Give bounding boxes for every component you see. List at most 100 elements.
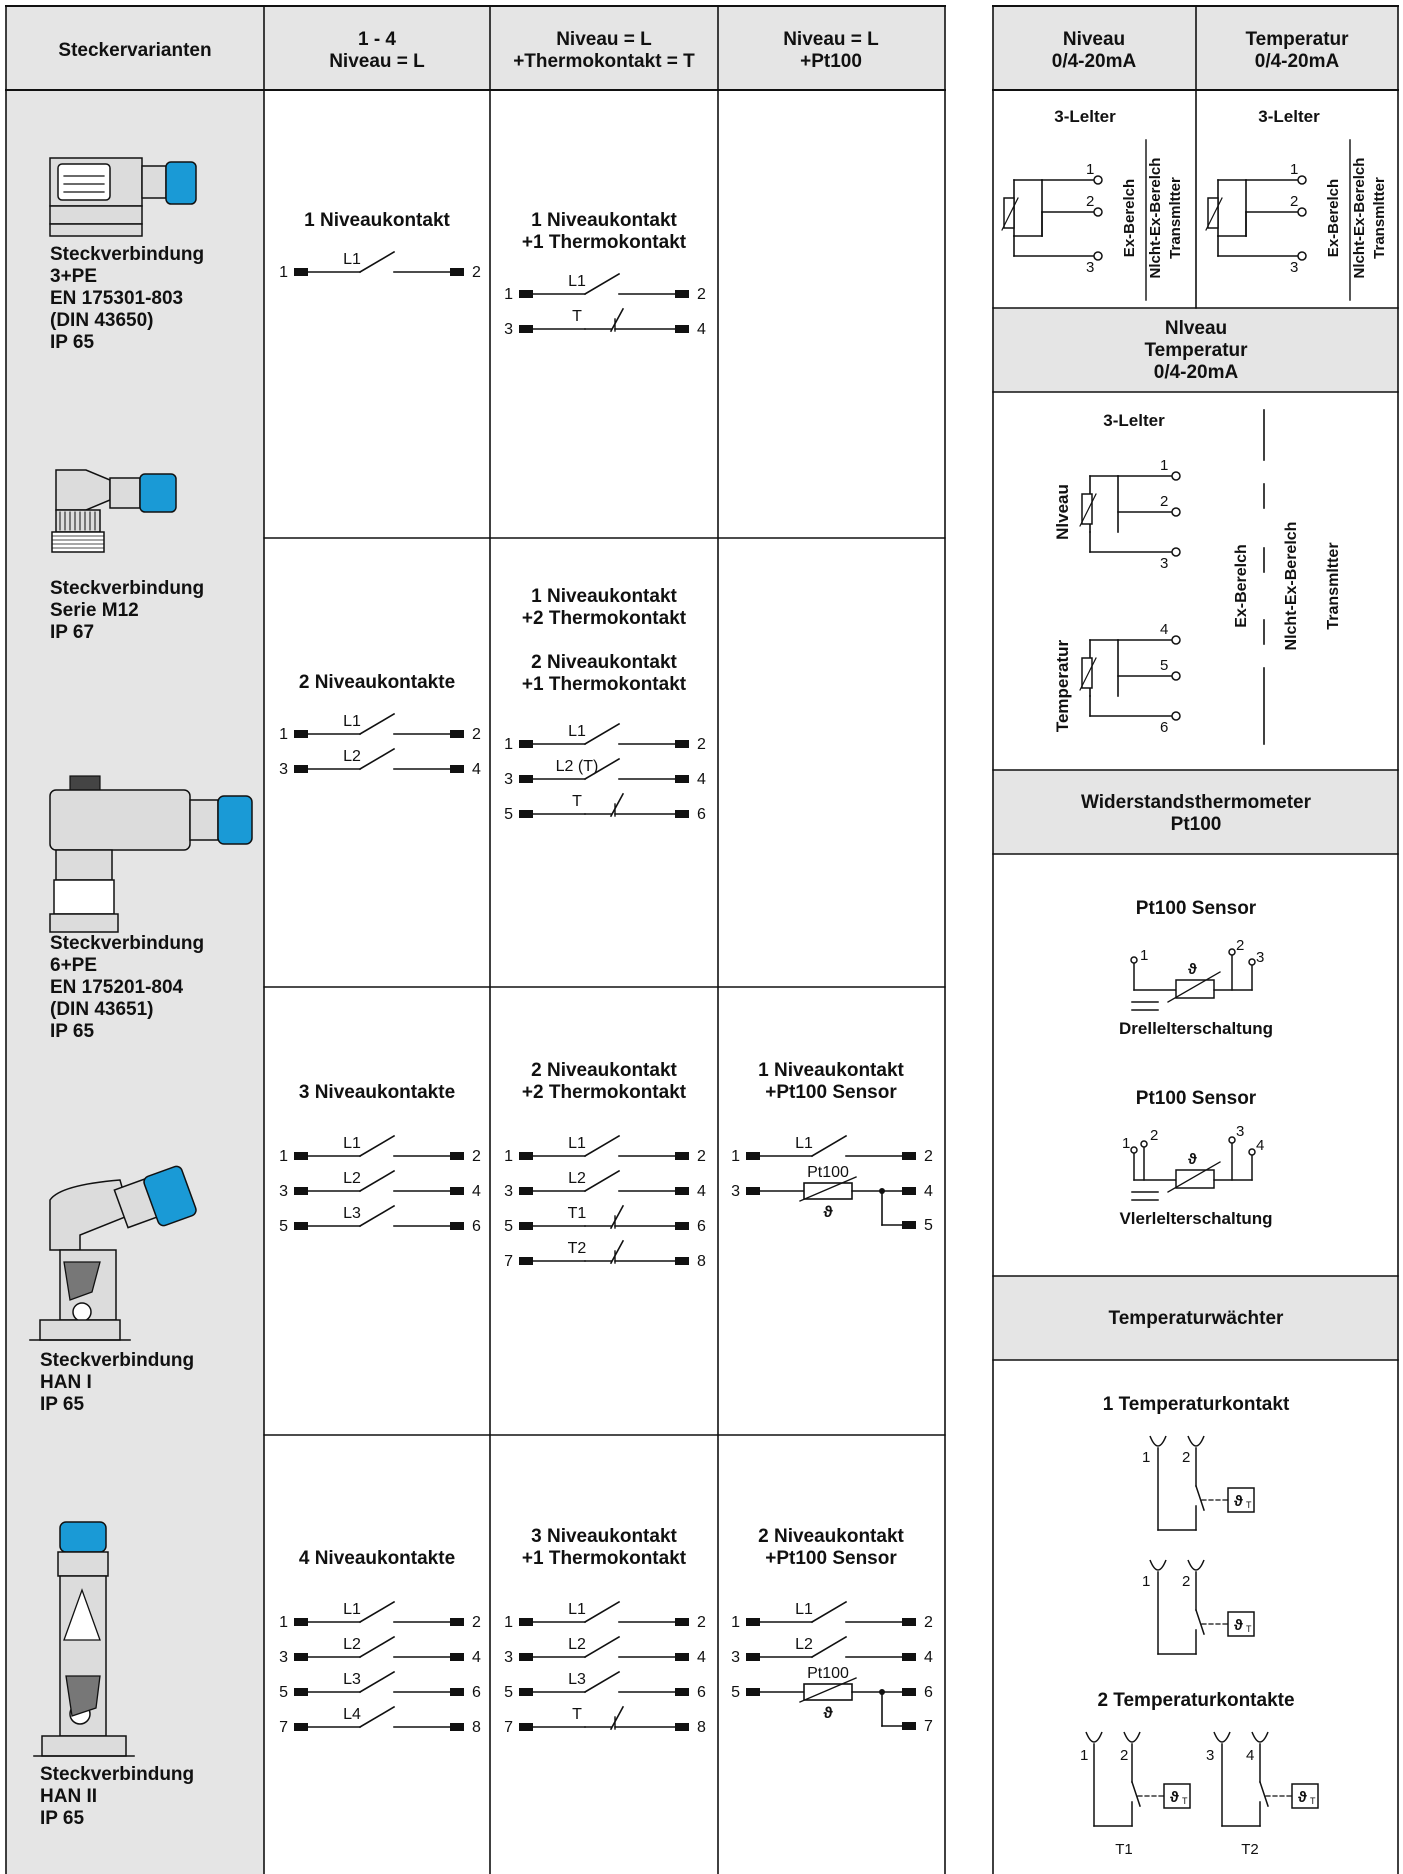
contact-label: L1	[343, 1135, 361, 1152]
terminal-block-left	[746, 1187, 760, 1195]
terminal-right-number: 4	[924, 1649, 933, 1666]
combo-ex-label: Ex-Berelch	[1233, 544, 1250, 628]
header-col3-line1: Niveau = L	[783, 29, 879, 50]
terminal-left-number: 1	[504, 286, 513, 303]
terminal-block-left	[519, 1688, 533, 1696]
switch-blade	[358, 1670, 396, 1694]
cell-title: +Pt100 Sensor	[765, 1548, 897, 1569]
connector-text: IP 65	[40, 1808, 84, 1829]
switch-blade	[1259, 1781, 1269, 1807]
terminal-circle	[1171, 507, 1181, 517]
terminal-number: 4	[1160, 621, 1168, 638]
terminal-circle	[1171, 671, 1181, 681]
cell-title: 2 Niveaukontakt	[531, 1060, 677, 1081]
switch-blade	[358, 250, 396, 274]
terminal-block-right	[675, 810, 689, 818]
contact-label: T1	[568, 1205, 587, 1222]
gland	[57, 1551, 109, 1577]
terminal-right-number: 8	[472, 1719, 481, 1736]
window	[57, 163, 111, 201]
resistor-slash	[1167, 971, 1221, 1003]
sensor-resistor	[1003, 197, 1015, 229]
terminal-number: 1	[1290, 161, 1298, 178]
cable-nut	[217, 795, 253, 845]
terminal-circle	[1171, 635, 1181, 645]
terminal-right-number: 8	[697, 1253, 706, 1270]
terminal-block-left	[519, 1653, 533, 1661]
terminal-block-left	[746, 1618, 760, 1626]
combo-niveau-label: Nlveau	[1053, 484, 1072, 540]
gap-column	[945, 6, 993, 1874]
terminal-block-right	[450, 1688, 464, 1696]
contact-label: L3	[343, 1671, 361, 1688]
terminal-block-left	[519, 1257, 533, 1265]
terminal-block-right	[450, 1152, 464, 1160]
terminal-block-right	[902, 1187, 916, 1195]
terminal-block-left	[294, 730, 308, 738]
switch-blade	[609, 1705, 625, 1731]
terminal-circle	[1297, 251, 1307, 261]
terminal-number: 1	[1142, 1449, 1150, 1466]
contact-label: L1	[568, 1135, 586, 1152]
connector-text: Steckverbindung	[50, 578, 204, 599]
combo-header-line1: Nlveau	[1165, 318, 1227, 339]
switch-blade	[583, 1600, 621, 1624]
flange	[41, 1735, 127, 1757]
connector-text: Steckverbindung	[50, 933, 204, 954]
terminal-circle	[1228, 948, 1236, 956]
terminal-left-number: 1	[279, 264, 288, 281]
switch-blade	[583, 757, 621, 781]
terminal-left-number: 5	[731, 1684, 740, 1701]
terminal-block-left	[519, 1187, 533, 1195]
connector-text: IP 65	[50, 1021, 94, 1042]
terminal-circle	[1093, 207, 1103, 217]
terminal-number: 2	[1160, 493, 1168, 510]
terminal-block-left	[294, 1688, 308, 1696]
cell-title: +1 Thermokontakt	[522, 1548, 687, 1569]
terminal-right-number: 2	[697, 286, 706, 303]
terminal-block-right	[675, 1187, 689, 1195]
switch-blade	[358, 1134, 396, 1158]
terminal-block-right	[450, 1618, 464, 1626]
terminal-left-number: 3	[279, 761, 288, 778]
contact-label: L2	[343, 1636, 361, 1653]
terminal-block-right	[675, 1152, 689, 1160]
theta-symbol: ϑ	[823, 1204, 833, 1221]
terminal-block-left	[746, 1688, 760, 1696]
connector-text: Steckverbindung	[40, 1764, 194, 1785]
terminal-left-number: 3	[504, 321, 513, 338]
terminal-number: 4	[1256, 1137, 1264, 1154]
terminal-cup	[1213, 1731, 1231, 1743]
terminal-block-left	[519, 1618, 533, 1626]
switch-blade	[358, 1204, 396, 1228]
three-wire-title: 3-Lelter	[1258, 107, 1320, 126]
terminal-block-right	[902, 1722, 916, 1730]
seal	[49, 223, 143, 237]
terminal-right-number: 4	[697, 771, 706, 788]
terminal-block-right	[675, 775, 689, 783]
terminal-left-number: 7	[279, 1719, 288, 1736]
three-wire-title: 3-Lelter	[1054, 107, 1116, 126]
switch-blade	[609, 1204, 625, 1230]
contact-label: L2	[343, 1170, 361, 1187]
nicht-ex-label: Nlcht-Ex-Berelch	[1351, 158, 1368, 279]
switch-blade	[1195, 1609, 1205, 1635]
terminal-circle	[1140, 1140, 1148, 1148]
tw-header: Temperaturwächter	[1109, 1308, 1285, 1329]
theta-subscript: T	[1182, 1796, 1188, 1806]
contact-label: L2	[343, 748, 361, 765]
terminal-block-left	[294, 1723, 308, 1731]
housing	[49, 789, 191, 851]
